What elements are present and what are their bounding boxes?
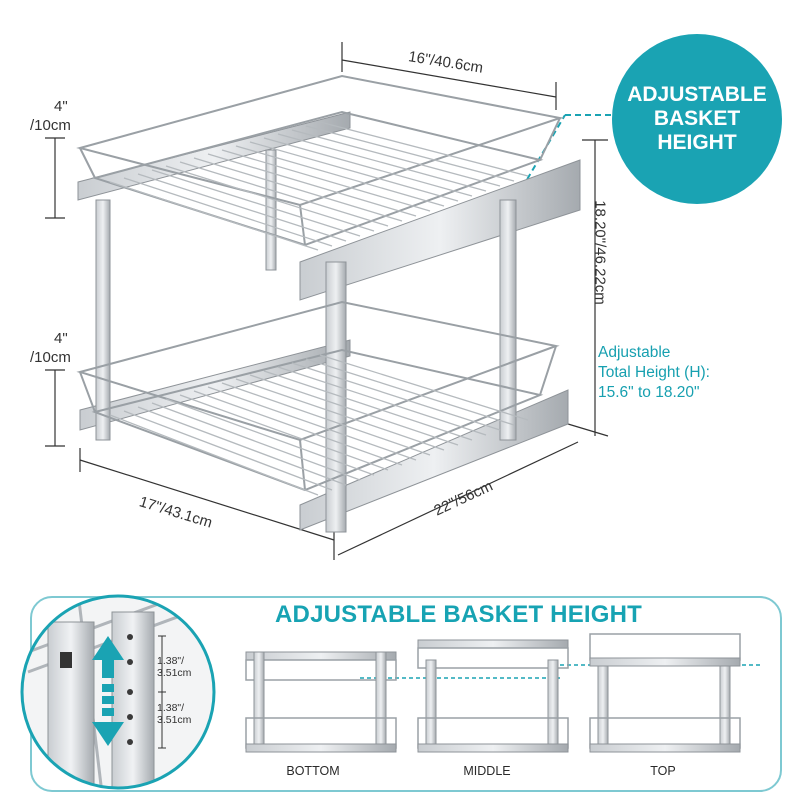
position-bottom-icon [245,651,397,753]
position-label-bottom: BOTTOM [286,764,340,778]
top-basket-height-cm: /10cm [30,117,71,134]
note-line-3: 15.6" to 18.20" [598,384,700,401]
pull-out-organizer-illustration [45,42,612,560]
top-basket-height-inch: 4" [54,98,68,115]
position-label-middle: MIDDLE [463,764,511,778]
step-bottom-inch: 1.38"/ [157,702,185,714]
note-line-2: Total Height (H): [598,364,710,381]
position-label-top: TOP [650,764,676,778]
position-illustrations [245,633,760,753]
panel-title: ADJUSTABLE BASKET HEIGHT [275,601,643,628]
bottom-basket-height-inch: 4" [54,330,68,347]
adjustable-height-badge: ADJUSTABLE BASKET HEIGHT [612,34,782,204]
adjustable-total-height-note: Adjustable Total Height (H): 15.6" to 18… [598,343,710,403]
step-top-inch: 1.38"/ [157,655,185,667]
step-bottom-cm: 3.51cm [157,714,192,726]
position-middle-icon [417,639,569,753]
bottom-basket-height-cm: /10cm [30,349,71,366]
total-height-label: 18.20"/46.22cm [591,200,609,305]
bracket-closeup-icon [20,594,216,790]
badge-line-1: ADJUSTABLE [627,83,767,106]
step-top-cm: 3.51cm [157,667,192,679]
badge-line-3: HEIGHT [657,131,737,154]
note-line-1: Adjustable [598,344,671,361]
badge-line-2: BASKET [653,107,741,130]
position-top-icon [589,633,741,753]
